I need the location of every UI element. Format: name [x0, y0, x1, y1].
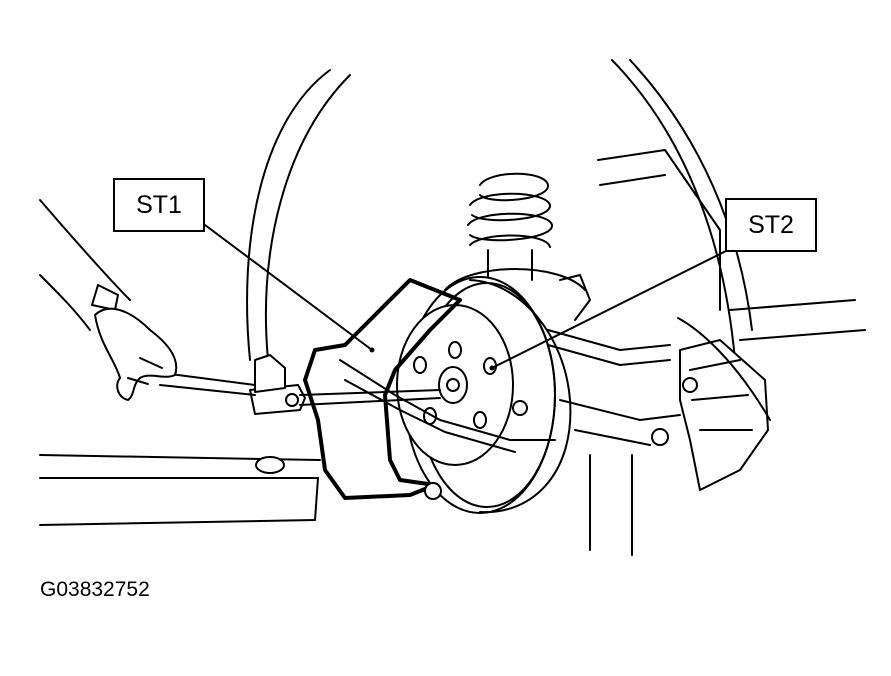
st1-tool-bracket — [303, 278, 556, 500]
knuckle-arms — [547, 274, 681, 556]
figure-id-caption: G03832752 — [40, 578, 150, 601]
technician-hand — [39, 199, 178, 401]
brake-caliper — [677, 317, 771, 491]
body-frame — [597, 149, 866, 341]
callout-leaders — [204, 224, 729, 371]
st2-callout-label: ST2 — [725, 198, 817, 252]
hub-face — [396, 304, 528, 466]
lift-arm — [39, 454, 321, 526]
st1-callout-label: ST1 — [113, 178, 205, 232]
wrench — [154, 354, 441, 415]
coil-spring — [444, 172, 586, 291]
